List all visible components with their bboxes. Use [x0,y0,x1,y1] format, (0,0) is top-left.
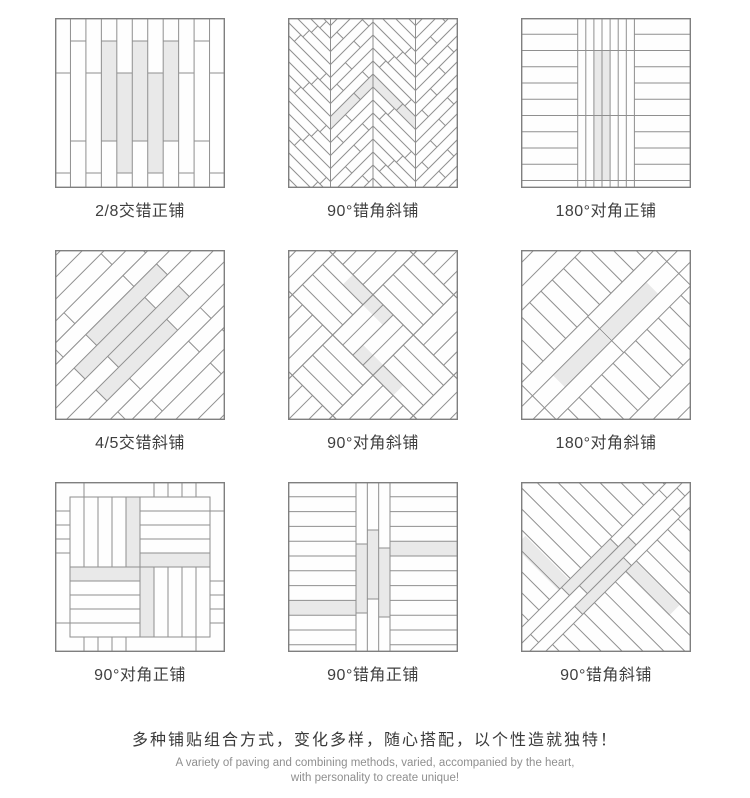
pattern-label-4: 4/5交错斜铺 [95,435,185,452]
pattern-label-8: 90°错角正铺 [327,667,419,684]
pattern-label-9: 90°错角斜铺 [560,667,652,684]
opposed-straight-diagram [521,18,691,188]
pattern-label-7: 90°对角正铺 [94,667,186,684]
pattern-tile-1: 2/8交错正铺 [55,18,225,223]
caption-english-line2: with personality to create unique! [290,772,460,784]
cross-diagonal-diagram [521,482,691,652]
bottom-caption: 多种铺贴组合方式，变化多样，随心搭配，以个性造就独特！ A variety of… [0,726,750,786]
pattern-tile-4: 4/5交错斜铺 [55,250,225,455]
basket-straight-diagram [55,482,225,652]
pattern-tile-7: 90°对角正铺 [55,482,225,687]
pattern-tile-3: 180°对角正铺 [521,18,691,223]
pattern-label-1: 2/8交错正铺 [95,203,185,220]
pattern-tile-6: 180°对角斜铺 [521,250,691,455]
basket-diagonal-diagram [288,250,458,420]
stagger-diagonal-diagram [55,250,225,420]
pattern-label-6: 180°对角斜铺 [555,435,657,452]
pattern-tile-5: 90°对角斜铺 [288,250,458,455]
pattern-tile-8: 90°错角正铺 [288,482,458,687]
pattern-grid: 2/8交错正铺 90°错角斜铺 180°对角正铺 4/5交错斜铺 90°对角斜铺… [55,18,691,687]
stagger-straight-diagram [55,18,225,188]
caption-english-line1: A variety of paving and combining method… [175,757,575,769]
pattern-tile-2: 90°错角斜铺 [288,18,458,223]
pattern-label-5: 90°对角斜铺 [327,435,419,452]
caption-chinese: 多种铺贴组合方式，变化多样，随心搭配，以个性造就独特！ [131,732,618,749]
pattern-tile-9: 90°错角斜铺 [521,482,691,687]
opposed-diagonal-diagram [521,250,691,420]
pattern-label-2: 90°错角斜铺 [327,203,419,220]
cross-straight-diagram [288,482,458,652]
herringbone-diagram [288,18,458,188]
pattern-label-3: 180°对角正铺 [555,203,657,220]
